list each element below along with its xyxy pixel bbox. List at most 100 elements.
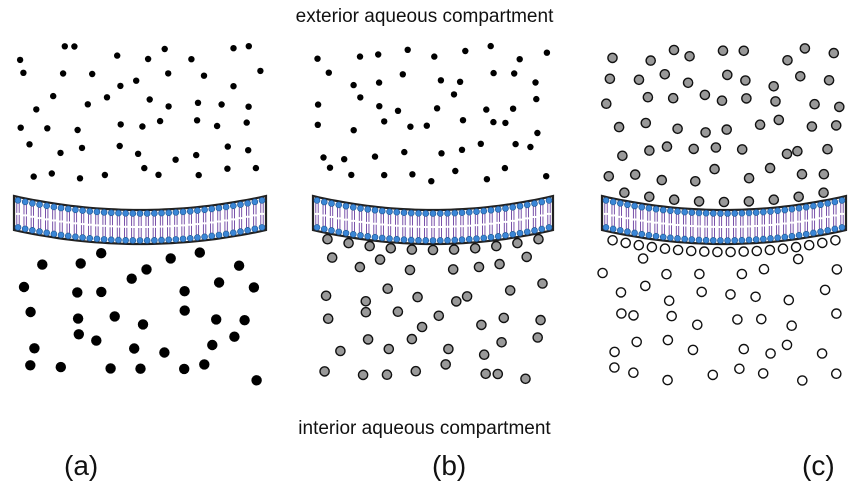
lipid-head (165, 236, 173, 244)
lipid-head (57, 204, 65, 212)
interior-particle (496, 336, 507, 348)
exterior-particle (633, 74, 645, 86)
lipid-head (407, 236, 415, 244)
lipid-head (802, 203, 810, 211)
exterior-particle (740, 75, 751, 86)
interior-particle (520, 373, 531, 385)
lipid-bilayer-outline (12, 194, 268, 246)
exterior-particle (682, 77, 694, 89)
exterior-particle (371, 153, 379, 160)
lipid-head (444, 209, 451, 217)
interior-particle (360, 306, 372, 318)
exterior-particle (407, 123, 414, 130)
bound-particle (803, 239, 815, 251)
lipid-head (328, 227, 335, 234)
interior-particle (251, 375, 262, 386)
exterior-particle (736, 144, 748, 155)
exterior-particle (48, 170, 55, 177)
lipid-head (229, 202, 237, 210)
bound-particle (385, 242, 397, 254)
exterior-particle (477, 140, 484, 147)
lipid-head (364, 233, 372, 240)
exterior-particle (423, 122, 430, 129)
interior-particle (637, 253, 649, 264)
exterior-particle (604, 73, 616, 85)
exterior-particle (320, 154, 327, 161)
lipid-head (760, 208, 767, 216)
exterior-particle (462, 47, 469, 55)
interior-particle (248, 282, 260, 293)
interior-particle (335, 345, 346, 357)
lipid-head (538, 225, 546, 233)
exterior-particle (399, 71, 406, 78)
exterior-particle (243, 119, 250, 126)
interior-particle (165, 253, 176, 264)
lipid-head (817, 228, 824, 236)
lipid-head (709, 210, 717, 217)
exterior-particle (230, 45, 237, 52)
exterior-particle (659, 69, 671, 80)
exterior-particle (224, 143, 231, 150)
lipid-head (429, 210, 437, 217)
lipid-head (357, 232, 364, 239)
bound-particle (490, 240, 502, 252)
exterior-particle (433, 105, 441, 112)
bound-particle (743, 196, 755, 207)
exterior-particle (33, 106, 40, 113)
lipid-head (244, 199, 251, 207)
interior-particle (383, 343, 395, 355)
interior-particle (765, 348, 776, 359)
bound-particle (685, 245, 697, 257)
interior-particle (126, 273, 137, 284)
lipid-head (502, 232, 509, 239)
exterior-particle (165, 70, 172, 77)
exterior-particle (213, 122, 221, 130)
bound-particle (830, 234, 841, 246)
exterior-particle (799, 43, 811, 54)
exterior-particle (527, 143, 534, 151)
exterior-particle (717, 45, 729, 57)
lipid-head (724, 210, 731, 217)
lipid-head (29, 199, 36, 207)
lipid-head (738, 236, 746, 244)
lipid-head (229, 229, 237, 237)
exterior-particle (823, 75, 835, 86)
lipid-head (186, 207, 194, 215)
lipid-head (659, 206, 667, 214)
exterior-particle (644, 145, 655, 156)
lipid-head (349, 231, 357, 238)
bound-particle (693, 196, 705, 207)
interior-particle (440, 359, 452, 370)
interior-particle (476, 319, 487, 331)
exterior-particle (200, 72, 208, 79)
exterior-particle (376, 103, 383, 110)
bound-particle (764, 244, 776, 256)
interior-particle (211, 314, 222, 325)
interior-particle (707, 369, 719, 381)
exterior-particle (782, 55, 793, 66)
interior-particle (666, 310, 678, 322)
lipid-head (107, 236, 115, 244)
exterior-particle (459, 117, 467, 124)
exterior-particle (458, 146, 466, 153)
bound-particle (619, 187, 630, 198)
exterior-particle (710, 142, 722, 153)
exterior-particle (795, 71, 806, 82)
lipid-head (378, 234, 386, 242)
lipid-head (824, 200, 831, 207)
exterior-particle (617, 150, 628, 162)
exterior-particle (716, 95, 728, 106)
exterior-particle (89, 70, 96, 78)
interior-particle (687, 344, 699, 356)
lipid-head (320, 198, 328, 206)
exterior-particle (512, 140, 519, 148)
exterior-particle (818, 168, 830, 180)
lipid-head (695, 236, 703, 244)
bound-particle (620, 237, 632, 249)
bound-particle (793, 191, 805, 203)
interior-particle (609, 346, 620, 358)
exterior-particle (743, 172, 755, 184)
exterior-particle (224, 165, 231, 172)
exterior-particle (188, 56, 195, 63)
lipid-head (674, 208, 681, 215)
